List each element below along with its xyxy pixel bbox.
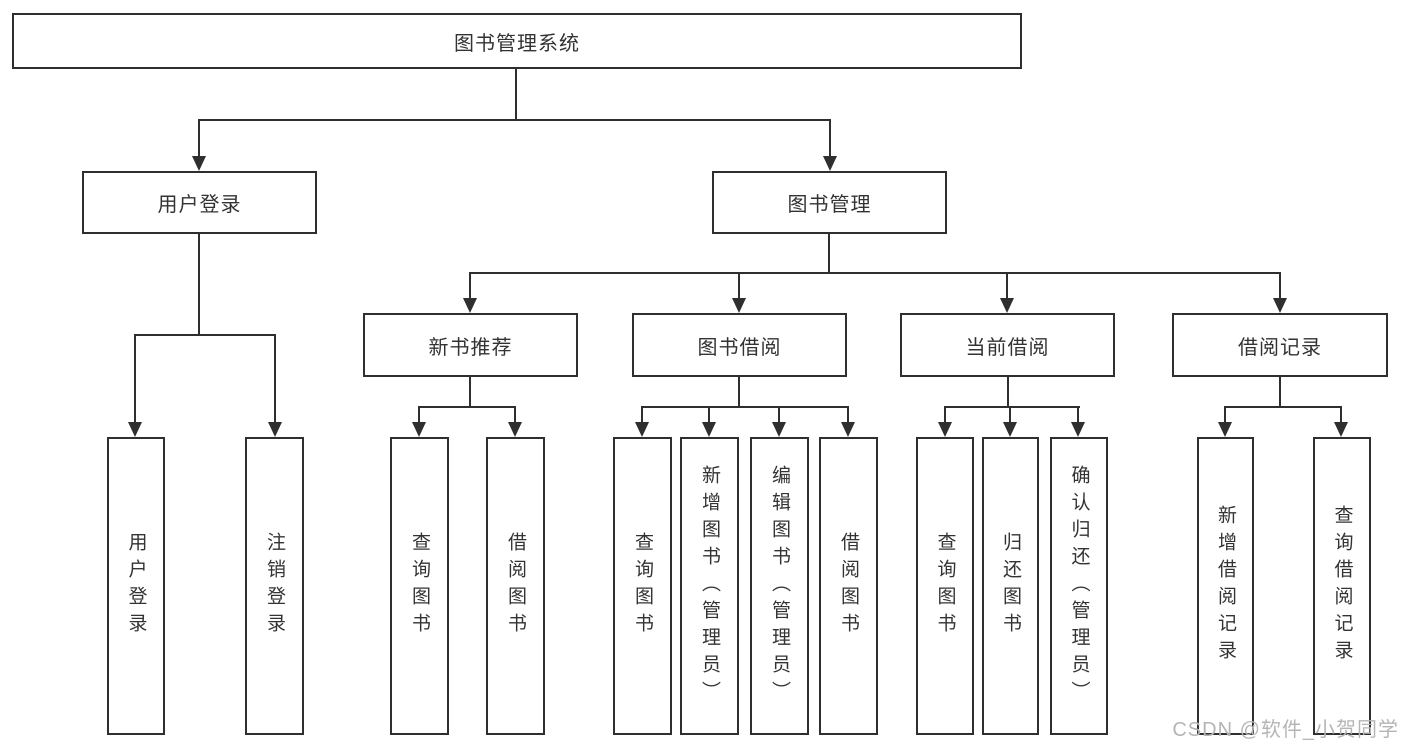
leaf-query-borrow-record: 查询借阅记录 <box>1313 437 1371 735</box>
arrow-down-icon <box>823 156 837 171</box>
leaf-query-books-borrowing: 查询图书 <box>613 437 672 735</box>
leaf-label: 查询图书 <box>934 532 956 640</box>
connector-line <box>708 406 710 423</box>
connector-line <box>198 233 200 336</box>
leaf-label: 查询图书 <box>409 532 430 640</box>
connector-line <box>515 69 517 120</box>
arrow-down-icon <box>1003 422 1017 437</box>
leaf-add-books-admin: 新增图书（管理员） <box>680 437 739 735</box>
arrow-down-icon <box>772 422 786 437</box>
leaf-borrow-books: 借阅图书 <box>819 437 878 735</box>
leaf-add-borrow-record: 新增借阅记录 <box>1197 437 1254 735</box>
connector-line <box>944 406 1080 408</box>
arrow-down-icon <box>1273 298 1287 313</box>
arrow-down-icon <box>192 156 206 171</box>
connector-line <box>738 376 740 408</box>
connector-line <box>641 406 849 408</box>
connector-line <box>1279 376 1281 408</box>
arrow-down-icon <box>508 422 522 437</box>
arrow-down-icon <box>412 422 426 437</box>
leaf-label: 用户登录 <box>125 532 147 640</box>
connector-line <box>134 334 136 422</box>
connector-line <box>847 406 849 423</box>
connector-line <box>469 272 471 299</box>
node-book-borrowing: 图书借阅 <box>632 313 847 377</box>
connector-line <box>1007 376 1009 408</box>
connector-line <box>418 406 420 423</box>
connector-line <box>198 119 831 121</box>
arrow-down-icon <box>841 422 855 437</box>
connector-line <box>1224 406 1342 408</box>
leaf-query-books-current: 查询图书 <box>916 437 974 735</box>
connector-line <box>829 119 831 158</box>
node-user-login: 用户登录 <box>82 171 317 234</box>
node-library-management-system: 图书管理系统 <box>12 13 1022 69</box>
leaf-logout: 注销登录 <box>245 437 304 735</box>
connector-line <box>641 406 643 423</box>
arrow-down-icon <box>702 422 716 437</box>
arrow-down-icon <box>732 298 746 313</box>
connector-line <box>514 406 516 423</box>
connector-line <box>469 376 471 408</box>
connector-line <box>418 406 516 408</box>
node-current-borrowing: 当前借阅 <box>900 313 1115 377</box>
leaf-user-login: 用户登录 <box>107 437 165 735</box>
connector-line <box>198 119 200 158</box>
leaf-label: 查询图书 <box>632 532 653 640</box>
node-label: 图书管理系统 <box>454 32 580 55</box>
arrow-down-icon <box>128 422 142 437</box>
node-label: 当前借阅 <box>965 336 1050 359</box>
connector-line <box>1224 406 1226 423</box>
leaf-borrow-books-recommend: 借阅图书 <box>486 437 545 735</box>
connector-line <box>469 272 1281 274</box>
arrow-down-icon <box>1000 298 1014 313</box>
leaf-label: 借阅图书 <box>838 532 859 640</box>
connector-line <box>1006 272 1008 299</box>
connector-line <box>134 334 276 336</box>
connector-line <box>274 334 276 422</box>
leaf-edit-books-admin: 编辑图书（管理员） <box>750 437 809 735</box>
node-label: 图书借阅 <box>697 336 782 359</box>
connector-line <box>944 406 946 423</box>
connector-line <box>1077 406 1079 423</box>
csdn-watermark: CSDN @软件_小贺同学 <box>1172 719 1399 741</box>
node-label: 借阅记录 <box>1238 336 1322 359</box>
connector-line <box>738 272 740 299</box>
node-label: 新书推荐 <box>428 336 513 359</box>
node-borrowing-records: 借阅记录 <box>1172 313 1388 377</box>
arrow-down-icon <box>635 422 649 437</box>
arrow-down-icon <box>463 298 477 313</box>
leaf-confirm-return-admin: 确认归还（管理员） <box>1050 437 1108 735</box>
leaf-query-books-recommend: 查询图书 <box>390 437 449 735</box>
connector-line <box>778 406 780 423</box>
leaf-label: 注销登录 <box>264 532 285 640</box>
connector-line <box>1279 272 1281 299</box>
node-label: 用户登录 <box>157 194 242 216</box>
arrow-down-icon <box>1218 422 1232 437</box>
arrow-down-icon <box>268 422 282 437</box>
leaf-label: 新增借阅记录 <box>1215 505 1236 667</box>
arrow-down-icon <box>938 422 952 437</box>
connector-line <box>828 233 830 274</box>
arrow-down-icon <box>1071 422 1085 437</box>
leaf-label: 归还图书 <box>1000 532 1021 640</box>
arrow-down-icon <box>1334 422 1348 437</box>
leaf-label: 确认归还（管理员） <box>1068 464 1090 708</box>
leaf-return-books: 归还图书 <box>982 437 1039 735</box>
connector-line <box>1009 406 1011 423</box>
node-new-book-recommendation: 新书推荐 <box>363 313 578 377</box>
node-book-management: 图书管理 <box>712 171 947 234</box>
leaf-label: 编辑图书（管理员） <box>769 464 790 708</box>
leaf-label: 新增图书（管理员） <box>699 464 720 708</box>
leaf-label: 借阅图书 <box>505 532 526 640</box>
node-label: 图书管理 <box>787 194 872 216</box>
connector-line <box>1340 406 1342 423</box>
leaf-label: 查询借阅记录 <box>1331 505 1353 667</box>
